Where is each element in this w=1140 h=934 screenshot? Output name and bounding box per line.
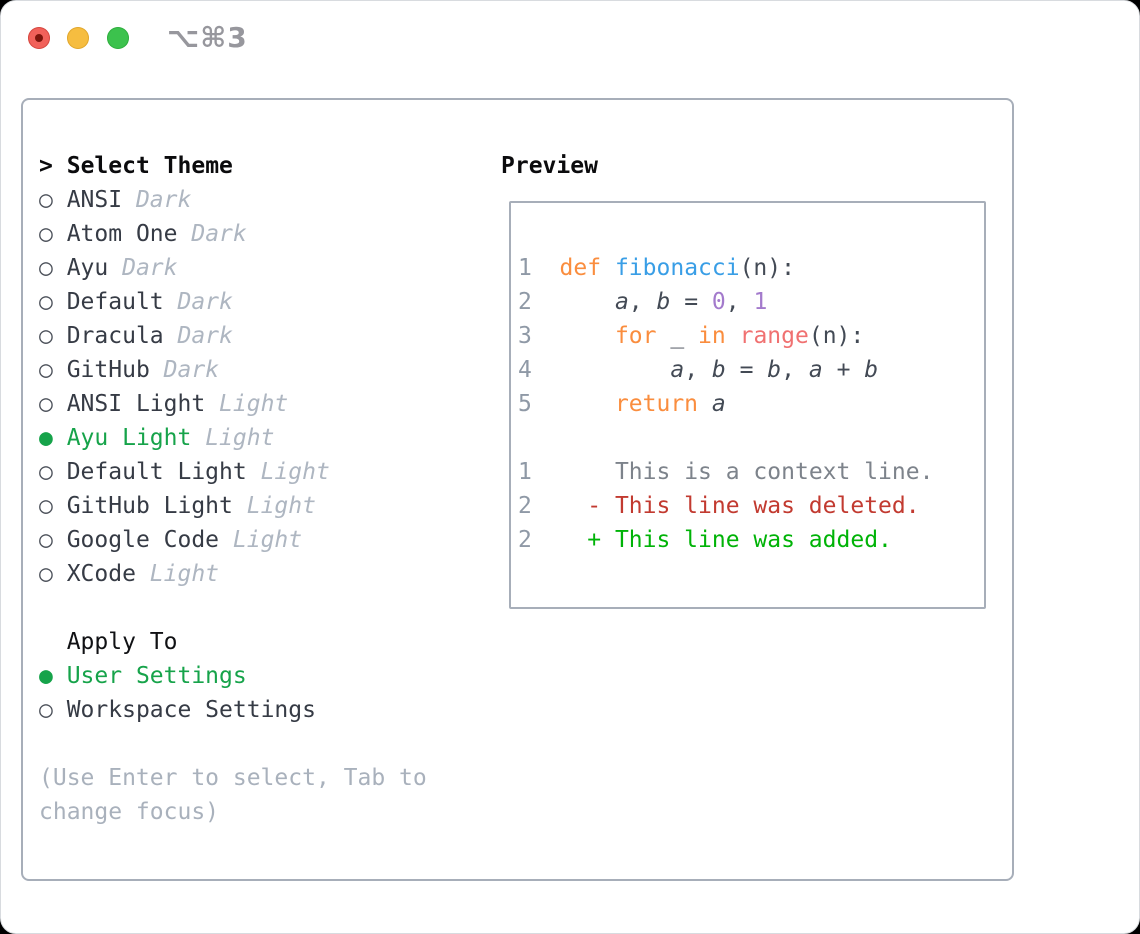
apply-item-user-settings[interactable]: ● User Settings [39,659,427,693]
preview-code-line-8: 2 - This line was deleted. [518,493,920,519]
radio-icon: ○ [39,459,53,485]
apply-target-name: Workspace Settings [52,697,316,723]
select-theme-header-label: Select Theme [66,153,233,179]
selected-radio-icon: ● [39,663,53,689]
selected-radio-icon: ● [39,425,53,451]
spacer [39,727,427,761]
theme-variant-tag: Dark [177,323,233,349]
radio-icon: ○ [39,561,53,587]
window-titlebar: ⌥⌘3 [1,1,1139,73]
theme-variant-tag: Light [219,391,289,417]
theme-variant-tag: Light [205,425,275,451]
apply-target-name: User Settings [52,663,247,689]
theme-item-xcode[interactable]: ○ XCode Light [39,557,427,591]
theme-item-ansi-light[interactable]: ○ ANSI Light Light [39,387,427,421]
radio-icon: ○ [39,221,53,247]
theme-name: Default [52,289,178,315]
theme-item-dracula[interactable]: ○ Dracula Dark [39,319,427,353]
spacer [39,591,427,625]
theme-name: Atom One [52,221,192,247]
radio-icon: ○ [39,493,53,519]
preview-code-line-4: 4 a, b = b, a + b [518,357,879,383]
apply-item-workspace-settings[interactable]: ○ Workspace Settings [39,693,427,727]
focus-caret-icon: > [39,153,53,179]
radio-icon: ○ [39,697,53,723]
theme-variant-tag: Dark [177,289,233,315]
theme-variant-tag: Dark [163,357,220,383]
preview-box: 1 def fibonacci(n): 2 a, b = 0, 1 3 for _ … [509,201,986,609]
theme-variant-tag: Light [149,561,220,587]
preview-code-line-1: 1 def fibonacci(n): [518,255,795,281]
radio-icon: ○ [39,527,53,553]
hint-line-2: change focus) [39,799,220,825]
theme-panel: > Select Theme ○ ANSI Dark○ Atom One Dar… [39,149,427,829]
theme-item-google-code[interactable]: ○ Google Code Light [39,523,427,557]
radio-icon: ○ [39,323,53,349]
theme-item-ansi[interactable]: ○ ANSI Dark [39,183,427,217]
theme-name: Ayu [52,255,123,281]
theme-variant-tag: Light [246,493,316,519]
theme-list: ○ ANSI Dark○ Atom One Dark○ Ayu Dark○ De… [39,183,427,591]
theme-item-ayu-light[interactable]: ● Ayu Light Light [39,421,427,455]
theme-variant-tag: Light [260,459,330,485]
theme-variant-tag: Dark [122,255,178,281]
preview-code-line-7: 1 This is a context line. [518,459,934,485]
theme-variant-tag: Dark [135,187,192,213]
main-panel: > Select Theme ○ ANSI Dark○ Atom One Dar… [21,98,1014,881]
theme-item-github-light[interactable]: ○ GitHub Light Light [39,489,427,523]
preview-panel: Preview 1 def fibonacci(n): 2 a, b = 0, 1… [501,149,986,609]
theme-item-github[interactable]: ○ GitHub Dark [39,353,427,387]
theme-name: Default Light [52,459,261,485]
theme-variant-tag: Dark [191,221,247,247]
preview-code-line-3: 3 for _ in range(n): [518,323,865,349]
close-indicator-dot [35,34,43,42]
apply-to-list: ● User Settings○ Workspace Settings [39,659,427,727]
radio-icon: ○ [39,187,53,213]
preview-code-line-6 [518,421,984,455]
theme-variant-tag: Light [232,527,303,553]
preview-header: Preview [501,153,598,179]
preview-code-line-9: 2 + This line was added. [518,527,892,553]
theme-name: Google Code [52,527,233,553]
theme-item-atom-one[interactable]: ○ Atom One Dark [39,217,427,251]
close-button[interactable] [28,27,50,49]
theme-name: Dracula [52,323,178,349]
theme-name: GitHub [52,357,164,383]
theme-name: ANSI Light [52,391,220,417]
theme-name: XCode [52,561,150,587]
minimize-button[interactable] [67,27,89,49]
radio-icon: ○ [39,391,53,417]
theme-name: GitHub Light [52,493,247,519]
select-theme-header: > Select Theme [39,149,427,183]
apply-to-header: Apply To [66,629,178,655]
preview-code-line-5: 5 return a [518,391,726,417]
theme-item-default-light[interactable]: ○ Default Light Light [39,455,427,489]
maximize-button[interactable] [107,27,129,49]
window-title: ⌥⌘3 [167,21,248,54]
radio-icon: ○ [39,289,53,315]
preview-code-line-2: 2 a, b = 0, 1 [518,289,768,315]
theme-name: Ayu Light [52,425,206,451]
code-preview: 1 def fibonacci(n): 2 a, b = 0, 1 3 for _ … [511,203,984,557]
theme-name: ANSI [52,187,136,213]
radio-icon: ○ [39,255,53,281]
theme-item-ayu[interactable]: ○ Ayu Dark [39,251,427,285]
theme-item-default[interactable]: ○ Default Dark [39,285,427,319]
hint-line-1: (Use Enter to select, Tab to [39,765,427,791]
radio-icon: ○ [39,357,53,383]
